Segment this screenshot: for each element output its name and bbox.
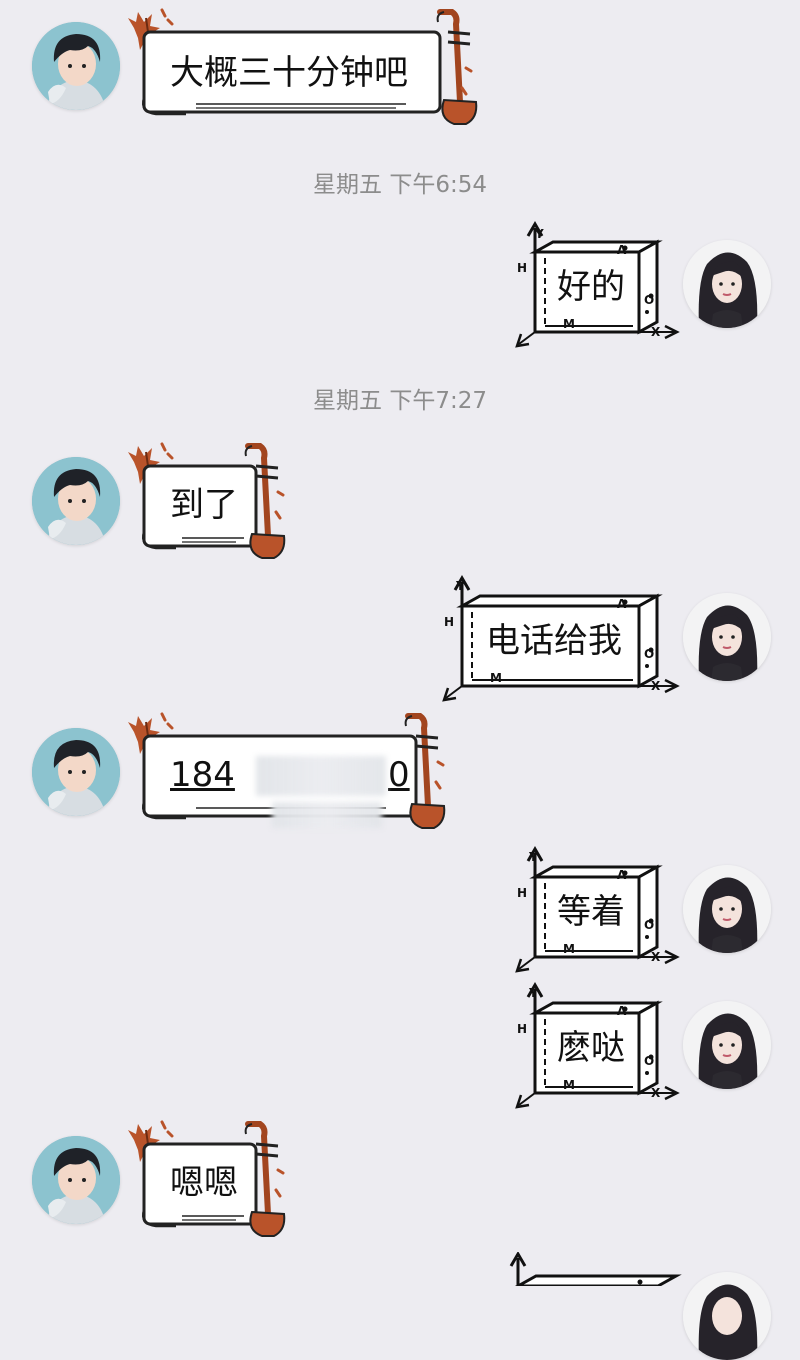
privacy-mask — [272, 802, 382, 828]
axis-label-x: X — [651, 679, 661, 693]
axis-label-m: M — [490, 671, 502, 685]
my-avatar[interactable] — [683, 1001, 771, 1089]
timestamp: 星期五 下午7:27 — [313, 388, 487, 414]
message-bubble[interactable]: 184 0 — [126, 712, 452, 834]
my-avatar[interactable] — [683, 240, 771, 328]
axis-label-o: O — [644, 293, 654, 307]
axis-label-m: M — [563, 942, 575, 956]
my-avatar[interactable] — [683, 865, 771, 953]
axis-label-x: X — [651, 325, 661, 339]
axis-label-a: A — [617, 597, 627, 611]
message-bubble-partial[interactable] — [490, 1252, 690, 1286]
message-bubble[interactable]: Y H A O M X 等着 — [515, 846, 685, 977]
message-text: 嗯嗯 — [170, 1163, 238, 1203]
axis-label-a: A — [617, 1004, 627, 1018]
axis-label-y: Y — [455, 579, 465, 593]
axis-label-h: H — [444, 615, 454, 629]
axis-label-h: H — [517, 886, 527, 900]
contact-avatar[interactable] — [32, 457, 120, 545]
message-bubble[interactable]: 大概三十分钟吧 — [126, 8, 478, 130]
message-bubble[interactable]: 嗯嗯 — [126, 1120, 292, 1242]
my-avatar[interactable] — [683, 593, 771, 681]
privacy-mask — [256, 756, 386, 796]
message-text: 电话给我 — [486, 621, 622, 661]
my-avatar-partial[interactable] — [683, 1272, 771, 1360]
axis-label-y: Y — [528, 850, 538, 864]
message-text: 好的 — [557, 267, 625, 307]
message-bubble[interactable]: Y H A O M X 电话给我 — [442, 575, 685, 706]
axis-label-y: Y — [528, 986, 538, 1000]
axis-label-x: X — [651, 1086, 661, 1100]
message-bubble[interactable]: Y H A O M X 麽哒 — [515, 982, 685, 1113]
axis-label-h: H — [517, 261, 527, 275]
phone-link[interactable]: 184 — [170, 755, 235, 795]
axis-label-o: O — [644, 918, 654, 932]
message-bubble[interactable]: Y H A O M X 好的 — [515, 221, 685, 352]
message-text: 麽哒 — [557, 1028, 625, 1068]
axis-label-a: A — [617, 868, 627, 882]
contact-avatar[interactable] — [32, 1136, 120, 1224]
axis-label-a: A — [617, 243, 627, 257]
chat-window: 大概三十分钟吧 星期五 下午6:54 Y H A O M X — [32, 8, 771, 1360]
message-text: 等着 — [557, 892, 625, 932]
contact-avatar[interactable] — [32, 22, 120, 110]
axis-label-y: Y — [534, 227, 544, 241]
message-bubble[interactable]: 到了 — [126, 442, 292, 564]
timestamp: 星期五 下午6:54 — [313, 172, 487, 198]
phone-link-tail[interactable]: 0 — [388, 755, 410, 795]
axis-label-m: M — [563, 317, 575, 331]
message-text: 大概三十分钟吧 — [170, 53, 408, 93]
contact-avatar[interactable] — [32, 728, 120, 816]
axis-label-x: X — [651, 950, 661, 964]
axis-label-m: M — [563, 1078, 575, 1092]
axis-label-o: O — [644, 647, 654, 661]
message-text: 到了 — [170, 485, 238, 525]
axis-label-h: H — [517, 1022, 527, 1036]
axis-label-o: O — [644, 1054, 654, 1068]
